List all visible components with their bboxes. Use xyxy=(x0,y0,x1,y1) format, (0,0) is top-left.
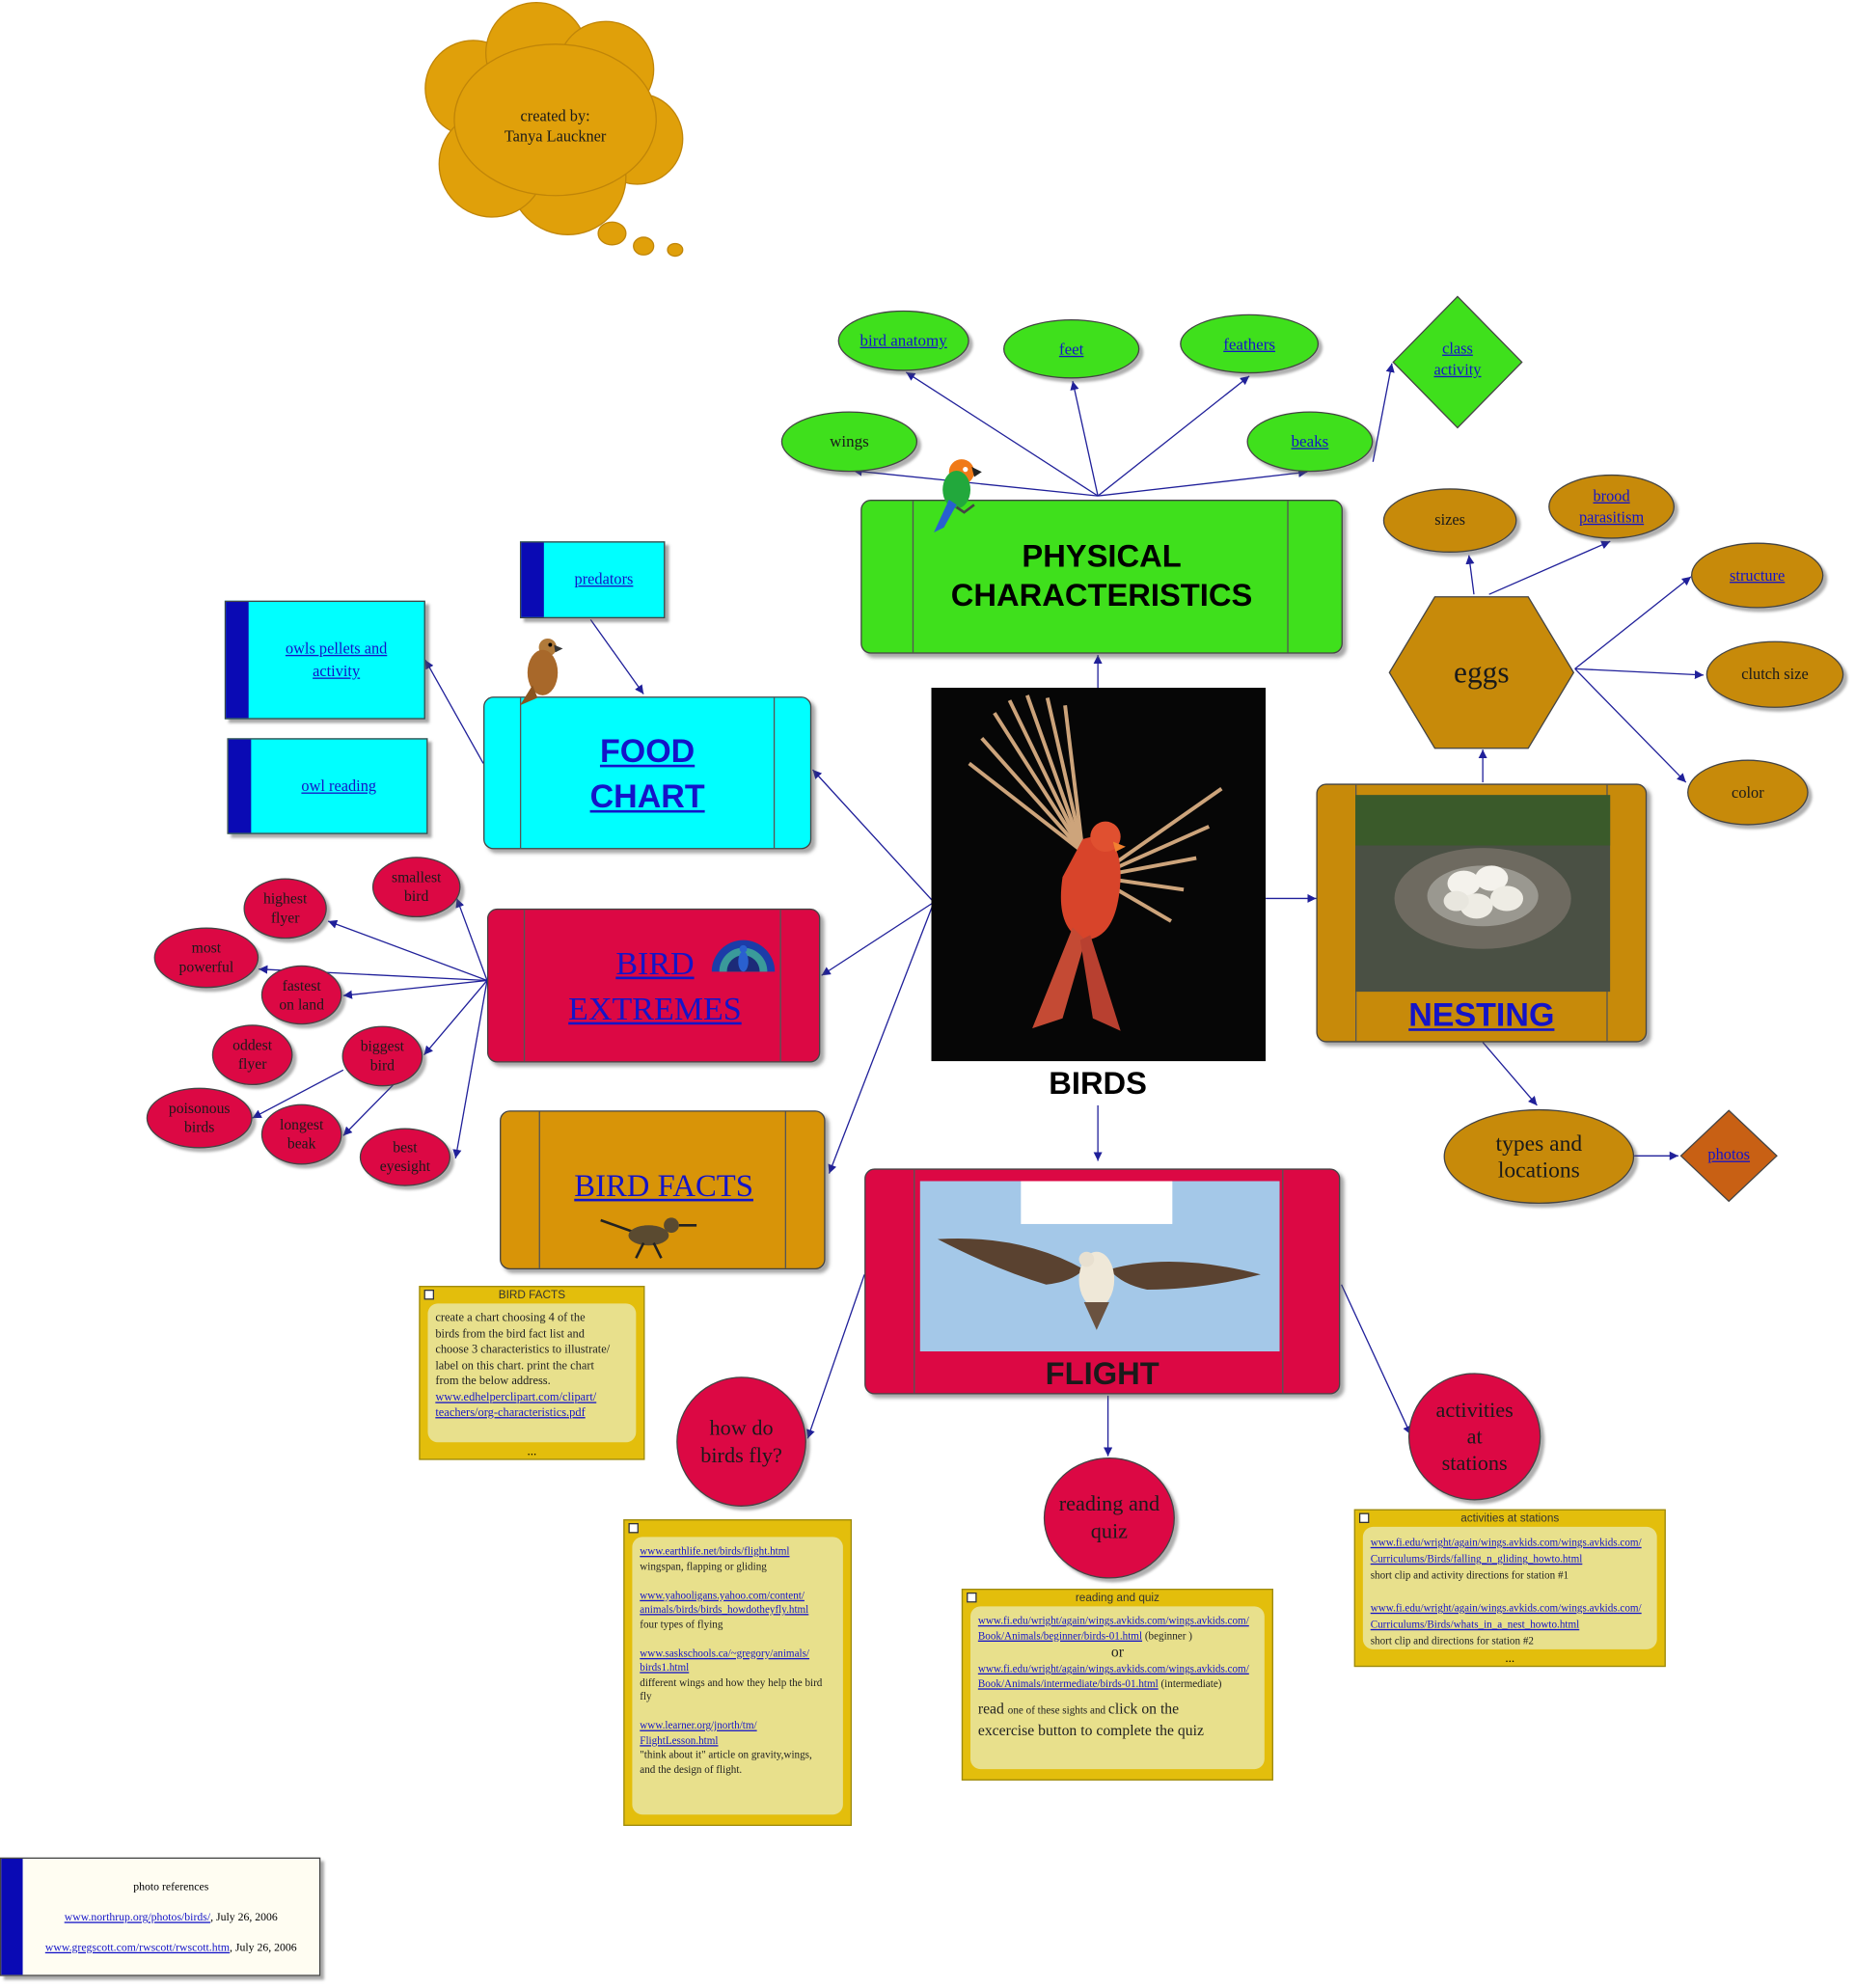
predators-stripe xyxy=(521,542,544,617)
extremes-left-bar xyxy=(523,910,526,1062)
flight-title[interactable]: FLIGHT xyxy=(1045,1355,1159,1392)
bird-facts-title[interactable]: BIRD FACTS xyxy=(574,1169,753,1205)
types-locations-node[interactable]: types and locations xyxy=(1443,1108,1635,1205)
poisonous-birds-node[interactable]: poisonous birds xyxy=(146,1087,253,1149)
reading-and-quiz-node[interactable]: reading and quiz xyxy=(1043,1457,1175,1579)
flight-right-bar xyxy=(1282,1169,1284,1394)
physical-right-bar xyxy=(1287,501,1289,653)
highest-flyer-node[interactable]: highest flyer xyxy=(243,878,327,940)
bird-anatomy-node[interactable]: bird anatomy xyxy=(837,310,969,371)
bird-extremes-node[interactable]: BIRD EXTREMES xyxy=(486,908,821,1063)
longest-beak-node[interactable]: longest beak xyxy=(260,1103,342,1165)
physical-title: PHYSICAL CHARACTERISTICS xyxy=(950,538,1253,613)
beaks-node[interactable]: beaks xyxy=(1246,411,1374,473)
note-toggle-icon[interactable] xyxy=(1358,1512,1370,1523)
nest-photo xyxy=(1355,795,1611,993)
smallest-bird-node[interactable]: smallest bird xyxy=(371,857,461,918)
owl-pellets-stripe xyxy=(226,602,249,719)
photos-label[interactable]: photos xyxy=(1707,1145,1751,1163)
cardinal-photo xyxy=(931,687,1267,1062)
credit-text: created by: Tanya Lauckner xyxy=(504,107,607,146)
owl-reading-node[interactable]: owl reading xyxy=(227,738,428,834)
photos-diamond[interactable] xyxy=(1679,1109,1778,1203)
food-left-bar xyxy=(519,697,522,849)
credit-cloud-shape xyxy=(424,1,684,258)
hawk-icon xyxy=(519,638,563,706)
class-activity-label[interactable]: class activity xyxy=(1433,339,1482,379)
stations-note-body: www.fi.edu/wright/again/wings.avkids.com… xyxy=(1362,1526,1657,1649)
references-stripe xyxy=(1,1858,23,1975)
biggest-bird-node[interactable]: biggest bird xyxy=(341,1025,423,1087)
how-birds-fly-note-body: www.earthlife.net/birds/flight.html wing… xyxy=(632,1537,843,1815)
eggs-hexagon[interactable] xyxy=(1388,595,1575,749)
birds-center-label: BIRDS xyxy=(1049,1065,1148,1102)
parrot-icon xyxy=(934,459,982,533)
physical-left-bar xyxy=(912,501,914,653)
photo-references-box: photo references www.northrup.org/photos… xyxy=(0,1857,321,1976)
food-right-bar xyxy=(773,697,776,849)
bird-facts-note-body: create a chart choosing 4 of the birds f… xyxy=(427,1303,637,1443)
how-birds-fly-note[interactable]: www.earthlife.net/birds/flight.html wing… xyxy=(623,1519,853,1826)
reading-quiz-note[interactable]: reading and quiz www.fi.edu/wright/again… xyxy=(961,1589,1273,1781)
note-toggle-icon[interactable] xyxy=(628,1522,639,1534)
bird-extremes-title[interactable]: BIRD EXTREMES xyxy=(568,944,742,1027)
structure-node[interactable]: structure xyxy=(1690,542,1824,609)
note-toggle-icon[interactable] xyxy=(967,1592,977,1603)
bird-facts-node[interactable]: BIRD FACTS xyxy=(500,1110,826,1270)
food-chart-title[interactable]: FOOD CHART xyxy=(589,731,705,815)
color-node[interactable]: color xyxy=(1687,759,1809,826)
activities-at-stations-node[interactable]: activities at stations xyxy=(1407,1373,1541,1501)
sizes-node[interactable]: sizes xyxy=(1382,488,1517,553)
wings-node[interactable]: wings xyxy=(780,411,918,473)
predators-node[interactable]: predators xyxy=(519,541,666,619)
facts-left-bar xyxy=(538,1111,540,1268)
nesting-title[interactable]: NESTING xyxy=(1408,994,1555,1033)
how-do-birds-fly-node[interactable]: how do birds fly? xyxy=(676,1376,806,1507)
eggs-label[interactable]: eggs xyxy=(1454,656,1510,690)
class-activity-diamond[interactable] xyxy=(1391,294,1525,430)
brood-parasitism-node[interactable]: brood parasitism xyxy=(1548,474,1675,539)
food-chart-node[interactable]: FOOD CHART xyxy=(483,696,812,850)
best-eyesight-node[interactable]: best eyesight xyxy=(359,1128,451,1186)
stations-note[interactable]: activities at stations www.fi.edu/wright… xyxy=(1353,1509,1666,1668)
peacock-icon xyxy=(711,940,776,972)
owl-pellets-node[interactable]: owls pellets and activity xyxy=(224,600,425,720)
note-toggle-icon[interactable] xyxy=(423,1289,435,1300)
feathers-node[interactable]: feathers xyxy=(1180,313,1320,374)
bird-facts-note[interactable]: BIRD FACTS create a chart choosing 4 of … xyxy=(419,1286,645,1460)
most-powerful-node[interactable]: most powerful xyxy=(153,927,259,989)
osprey-photo xyxy=(919,1181,1280,1352)
extremes-right-bar xyxy=(779,910,781,1062)
facts-right-bar xyxy=(784,1111,787,1268)
fastest-on-land-node[interactable]: fastest on land xyxy=(260,965,342,1025)
clutch-size-node[interactable]: clutch size xyxy=(1705,640,1844,708)
reading-quiz-note-body: www.fi.edu/wright/again/wings.avkids.com… xyxy=(970,1606,1265,1770)
roadrunner-icon xyxy=(600,1217,697,1259)
owl-reading-stripe xyxy=(228,739,252,833)
oddest-flyer-node[interactable]: oddest flyer xyxy=(211,1024,293,1086)
feet-node[interactable]: feet xyxy=(1003,318,1140,379)
